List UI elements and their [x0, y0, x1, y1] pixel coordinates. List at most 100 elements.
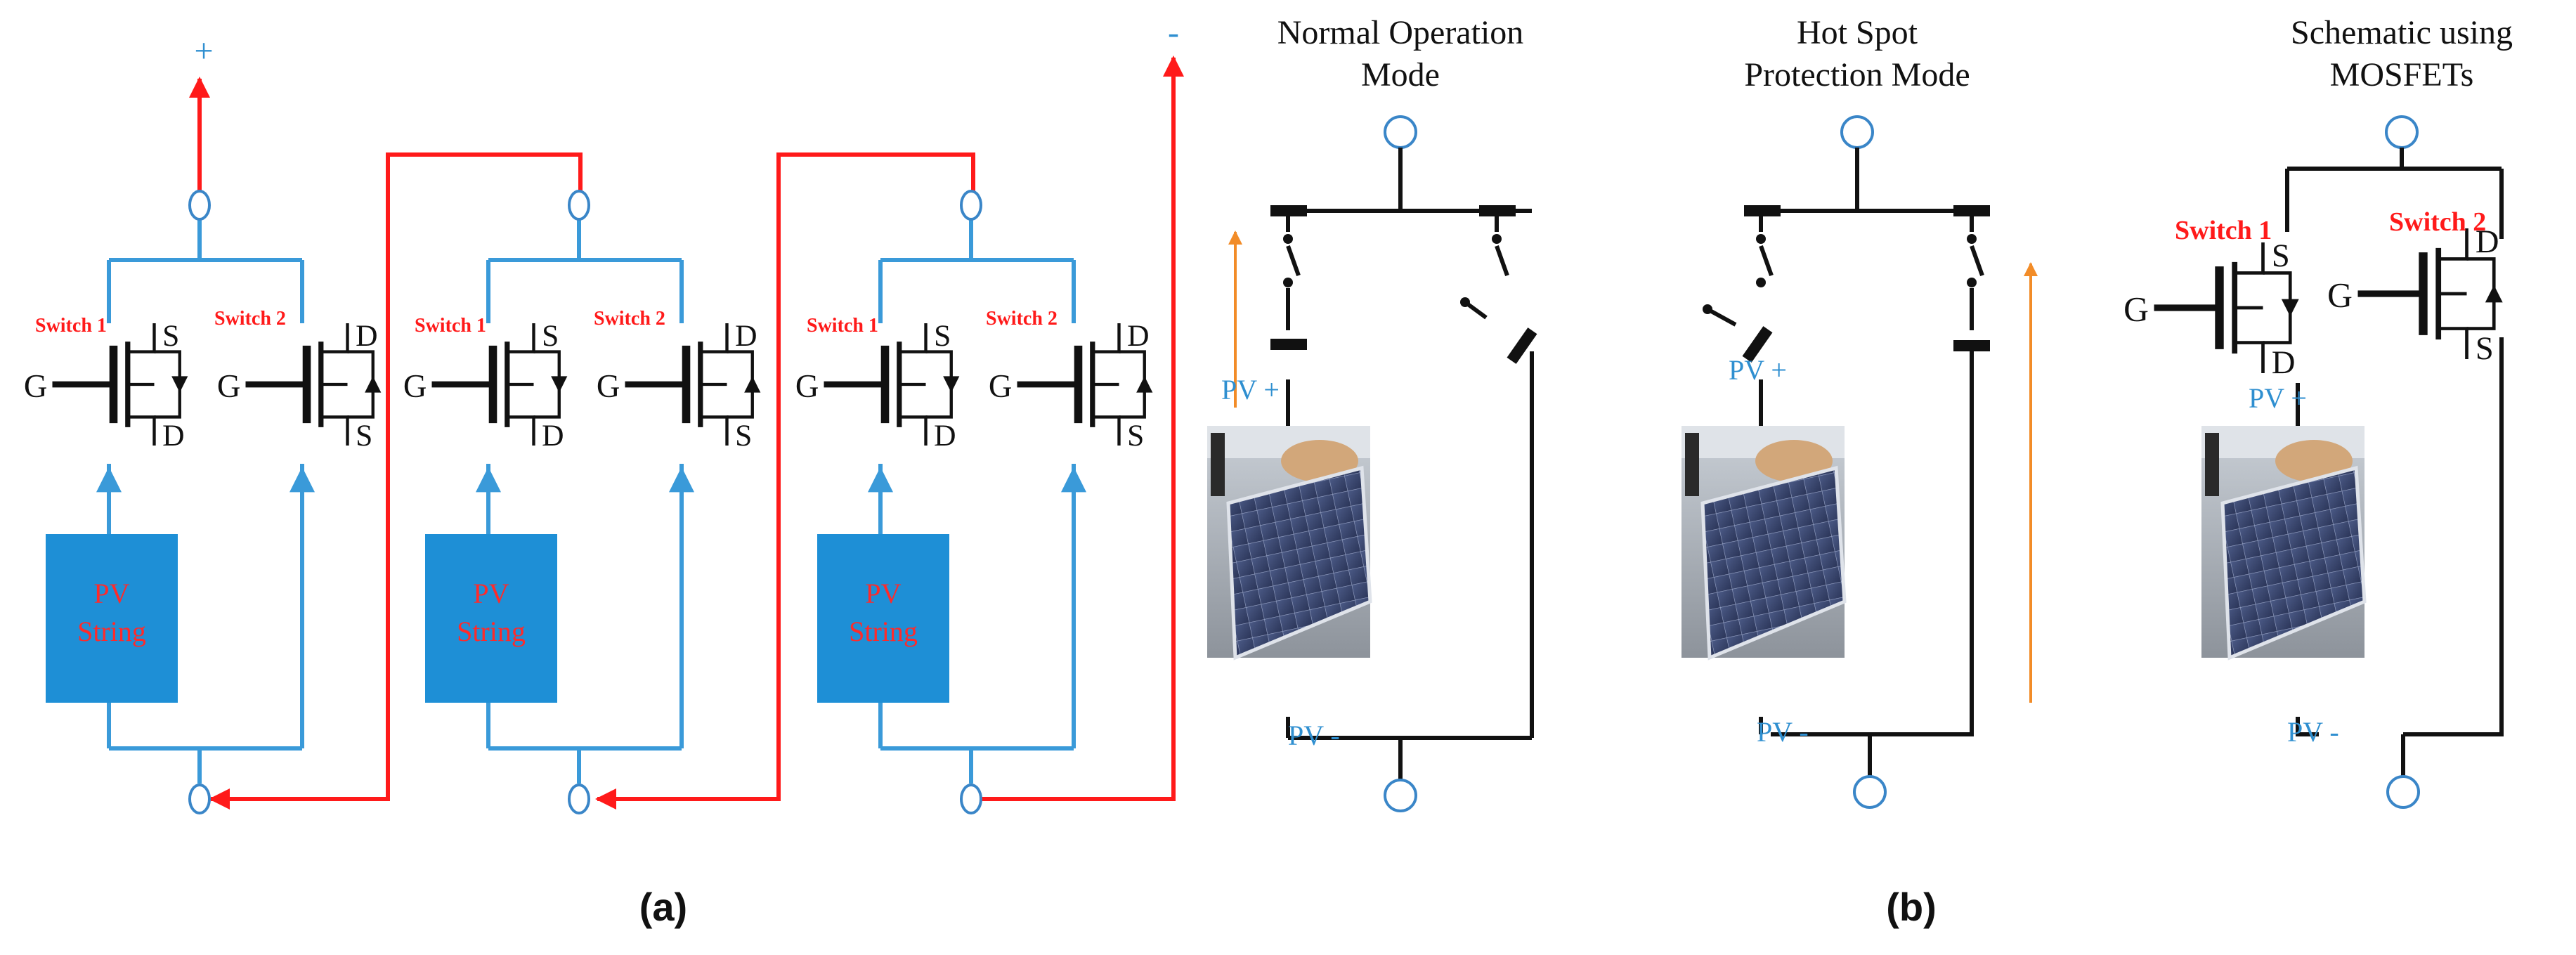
node-top [1840, 115, 1874, 149]
switch-1: G S D [795, 319, 960, 453]
switch-1: G S D [24, 319, 188, 453]
mosfet-switch1-label: Switch 1 [2175, 216, 2272, 245]
switch-2-body-diode [744, 376, 761, 393]
caption-b: (b) [1886, 885, 1937, 929]
mosfet-title-line2: MOSFETs [2330, 56, 2474, 93]
module-top-node [960, 190, 982, 221]
mosfet-switch2-label: Switch 2 [2389, 207, 2486, 237]
mosfet-switch-2-top-terminal: D [2476, 224, 2499, 260]
switch-2-top-terminal: D [735, 319, 757, 353]
module-top-bus [107, 212, 304, 323]
switch-2-top-terminal: D [1127, 319, 1149, 353]
switch-2: GDS [217, 319, 382, 453]
pv-string-box [817, 534, 949, 703]
switch-2-bottom-terminal: S [735, 419, 752, 453]
switch-2-gate-label: G [989, 368, 1013, 404]
pv-string-label-line1: PV [93, 578, 129, 609]
pv-string-label-line2: String [457, 616, 526, 647]
link-2-3 [595, 152, 975, 810]
module-top-bus [486, 212, 684, 323]
switch-1: GSD [403, 319, 568, 453]
hotspot-pv-plus: PV + [1729, 354, 1787, 386]
pv-module-photo [2201, 426, 2367, 661]
module-top-bus [878, 212, 1076, 323]
switch-1-gate-label: G [795, 368, 819, 404]
switch-1-bottom-terminal: D [162, 419, 184, 453]
module-bottom-node [960, 784, 982, 814]
switch-1-terminals [899, 323, 928, 446]
pv-string-label-line1: PV [473, 578, 509, 609]
normal-operation-diagram: Normal Operation Mode PV + [1207, 14, 1537, 812]
switch-1-top-terminal: S [162, 319, 179, 353]
switch-2-label: Switch 2 [594, 308, 665, 330]
switch-1-terminals [507, 323, 535, 446]
series-wiring [189, 56, 1184, 810]
switch-2-bottom-terminal: S [1127, 419, 1144, 453]
switch-2-body-diode [365, 376, 382, 393]
link-1-2 [209, 152, 583, 810]
plus-label: + [194, 32, 213, 70]
module-bottom-node [568, 784, 590, 814]
node-bottom [1384, 779, 1417, 812]
pv-module-photo [1681, 426, 1847, 661]
mosfet-switch-1-body-diode [2281, 299, 2299, 317]
mosfet-switch-2-body-diode [2485, 285, 2503, 303]
pv-string-label-line2: String [77, 616, 146, 647]
switch-2-gate-label: G [217, 368, 241, 404]
switch-2: G D S [597, 319, 761, 453]
hotspot-title-line1: Hot Spot [1797, 14, 1918, 51]
switch-2: G D S [989, 319, 1153, 453]
panel-b: Normal Operation Mode PV + [1207, 14, 2513, 929]
switch-1-label: Switch 1 [807, 315, 878, 337]
switch-1-label: Switch 1 [35, 315, 107, 337]
hotspot-protection-diagram: Hot Spot Protection Mode [1681, 14, 2038, 809]
mosfet-switch-1-top-terminal: S [2272, 238, 2290, 274]
mosfet-pv-minus: PV - [2287, 716, 2339, 748]
normal-pv-plus: PV + [1221, 374, 1280, 405]
mosfet-switch-1: GSD [2123, 238, 2299, 381]
switch-1-top-terminal: S [542, 319, 559, 353]
pv-string-box [425, 534, 557, 703]
hotspot-pv-minus: PV - [1757, 716, 1809, 748]
mosfet-schematic-diagram: Schematic using MOSFETs G S D G D S Switch 1… [2123, 14, 2513, 809]
output-minus-arrow [973, 56, 1184, 801]
switch-2-terminals [700, 323, 729, 446]
switch-2-terminals [320, 323, 349, 446]
minus-label: - [1168, 14, 1179, 51]
pv-string-label-line1: PV [865, 578, 901, 609]
mosfet-switch-2-gate-label: G [2327, 276, 2353, 315]
switch-2-gate-label: G [597, 368, 620, 404]
switch-1-gate-label: G [403, 368, 427, 404]
mosfet-switch-1-terminals [2235, 242, 2265, 373]
caption-a: (a) [639, 885, 687, 929]
normal-title-line1: Normal Operation [1277, 14, 1524, 51]
switch-1-body-diode [943, 376, 960, 393]
switch-1-label: Switch 1 [415, 315, 486, 337]
switch-2-top-terminal: D [356, 319, 377, 353]
mosfet-pv-plus: PV + [2249, 382, 2307, 414]
normal-title-line2: Mode [1361, 56, 1440, 93]
node-top [1384, 115, 1417, 149]
pv-module-photo [1207, 426, 1372, 661]
node-top [2385, 115, 2419, 149]
mosfet-title-line1: Schematic using [2291, 14, 2513, 51]
switch-1-body-diode [551, 376, 568, 393]
node-bottom [2386, 775, 2420, 809]
normal-pv-minus: PV - [1288, 720, 1340, 751]
module-top-node [188, 190, 211, 221]
switch-1-gate-label: G [24, 368, 48, 404]
module-2: G S DG D S Switch 1 Switch 2 PV String [403, 190, 761, 814]
module-top-node [568, 190, 590, 221]
module-bottom-node [188, 784, 211, 814]
mosfet-switch-1-gate-label: G [2123, 290, 2149, 329]
switch-1-bottom-terminal: D [934, 419, 956, 453]
pv-string-label-line2: String [849, 616, 918, 647]
switch-1-top-terminal: S [934, 319, 951, 353]
mosfet-switch-2: G D S [2327, 224, 2503, 367]
switch-1-body-diode [171, 376, 188, 393]
mosfet-switch-2-bottom-terminal: S [2476, 331, 2494, 367]
